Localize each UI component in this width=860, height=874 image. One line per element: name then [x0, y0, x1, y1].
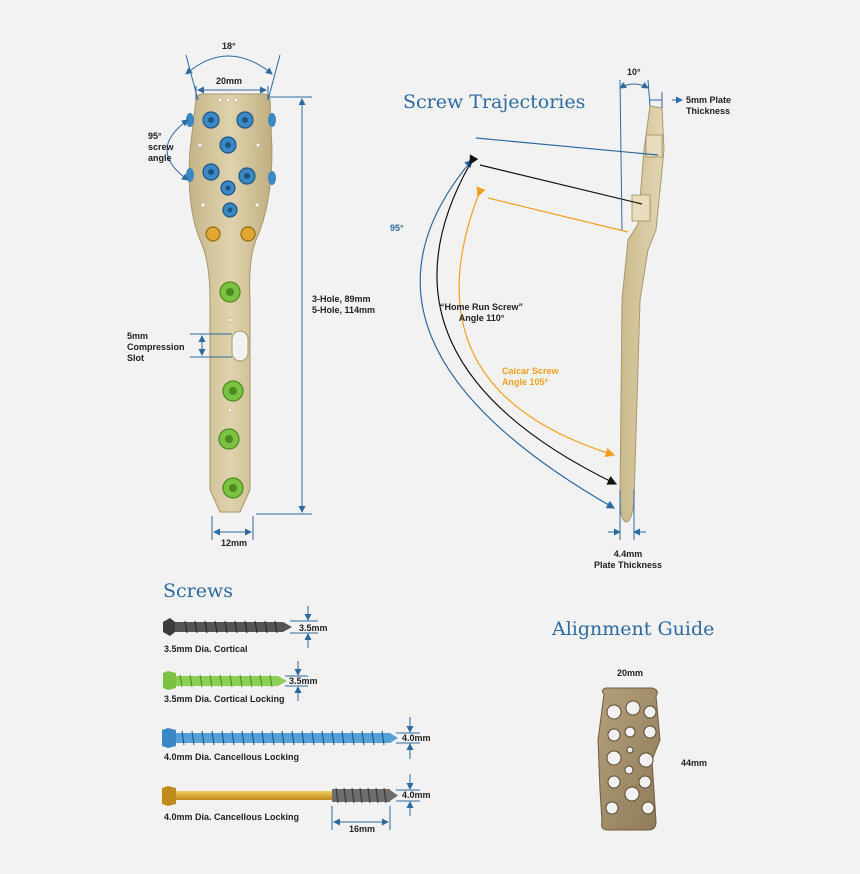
top-angle-label: 18°: [222, 41, 236, 51]
screws-title: Screws: [163, 580, 233, 602]
top-thickness-label: 5mm Plate Thickness: [686, 95, 732, 116]
home-run-label: “Home Run Screw” Angle 110°: [440, 302, 524, 323]
front-plate-dimensions: [166, 54, 312, 540]
screw-1-dimension: 3.5mm: [299, 623, 328, 633]
calcar-label: Calcar Screw Angle 105°: [502, 366, 559, 387]
screw-cancellous-gold: [162, 786, 398, 806]
screw-dimensions: [285, 606, 420, 830]
tilt-angle-label: 10°: [627, 67, 641, 77]
screw-cortical: [163, 618, 292, 636]
angle-105-arc: [458, 186, 616, 458]
calcar-line: [487, 197, 629, 233]
top-width-label: 20mm: [216, 76, 243, 86]
compression-slot: [231, 330, 249, 362]
home-run-line: [479, 164, 643, 205]
plate-length-label: 3-Hole, 89mm 5-Hole, 114mm: [312, 294, 376, 315]
front-plate-body: [188, 93, 273, 513]
bottom-width-label: 12mm: [221, 538, 248, 548]
screw-cortical-locking: [163, 671, 287, 690]
screw-1-name: 3.5mm Dia. Cortical: [164, 644, 248, 654]
angle-95-label: 95°: [390, 223, 404, 233]
angle-110-arc: [436, 154, 618, 485]
trajectory-lines: [419, 137, 659, 509]
top-trajectory: [475, 137, 659, 156]
alignment-guide: [597, 687, 661, 831]
guide-height-label: 44mm: [681, 758, 708, 768]
screw-angle-label: 95° screw angle: [148, 131, 174, 163]
screw-4-thread-length: 16mm: [349, 824, 376, 834]
bottom-thickness-label: 4.4mm Plate Thickness: [594, 549, 663, 570]
guide-width-label: 20mm: [617, 668, 644, 678]
compression-slot-label: 5mm Compression Slot: [127, 331, 185, 363]
gold-screw-heads: [205, 226, 256, 242]
screw-2-name: 3.5mm Dia. Cortical Locking: [164, 694, 285, 704]
screw-4-name: 4.0mm Dia. Cancellous Locking: [164, 812, 300, 822]
front-plate: [186, 93, 276, 513]
side-plate: [619, 105, 665, 523]
screw-2-dimension: 3.5mm: [289, 676, 318, 686]
screw-4-dimension: 4.0mm: [402, 790, 431, 800]
side-plate-dimensions: [608, 79, 683, 540]
screw-3-dimension: 4.0mm: [402, 733, 431, 743]
screw-3-name: 4.0mm Dia. Cancellous Locking: [164, 752, 300, 762]
side-plate-body: [619, 105, 665, 523]
alignment-guide-title: Alignment Guide: [552, 618, 715, 640]
alignment-guide-body: [597, 687, 661, 831]
screw-cancellous-blue: [162, 728, 398, 748]
screw-trajectories-title: Screw Trajectories: [403, 91, 586, 113]
angle-95-arc: [419, 159, 616, 509]
